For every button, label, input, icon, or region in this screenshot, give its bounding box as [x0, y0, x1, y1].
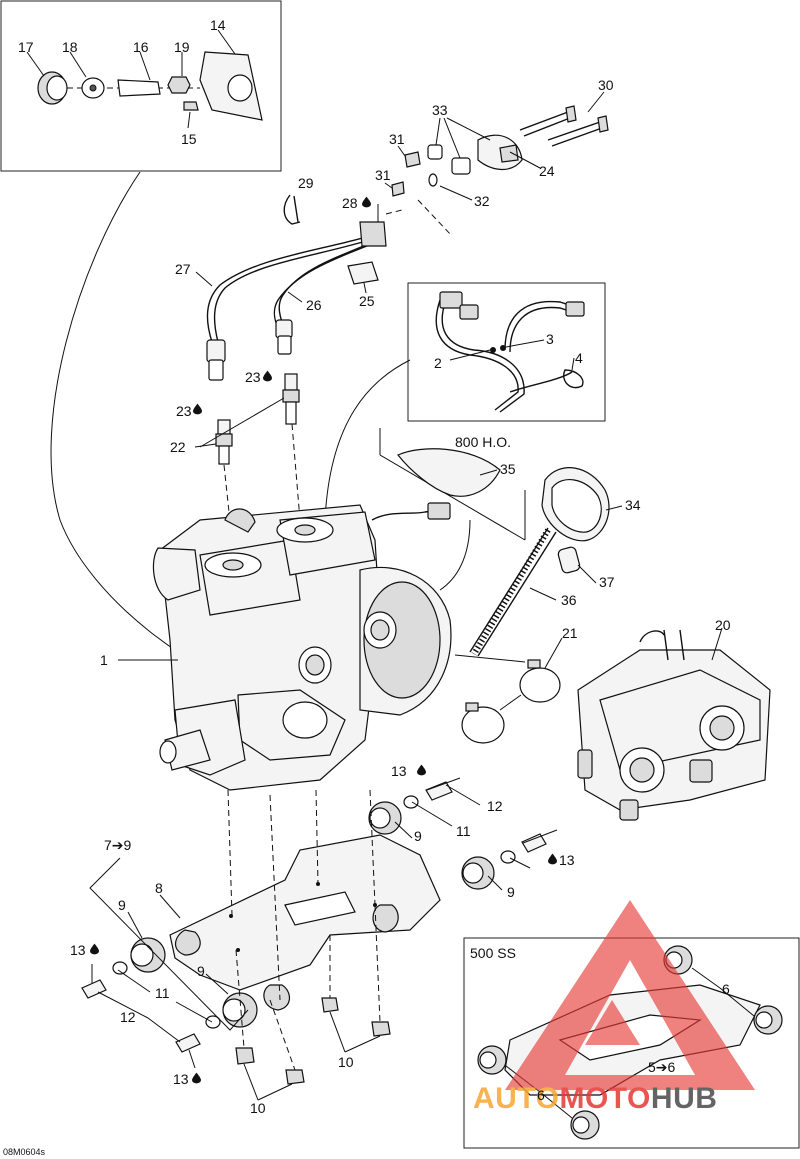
callout-10b: 10	[250, 1100, 266, 1116]
liquid-drop-icon	[192, 1072, 201, 1084]
callout-15: 15	[181, 131, 197, 147]
callout-34: 34	[625, 497, 641, 513]
watermark-moto: MOTO	[559, 1082, 650, 1115]
callout-17: 17	[18, 39, 34, 55]
callout-9c: 9	[414, 828, 422, 844]
callout-35: 35	[500, 461, 516, 477]
callout-22: 22	[170, 439, 186, 455]
variant-500-label: 500 SS	[470, 945, 516, 961]
callout-36: 36	[561, 592, 577, 608]
callout-31a: 31	[389, 131, 405, 147]
watermark-auto: AUTO	[473, 1082, 559, 1115]
callout-21: 21	[562, 625, 578, 641]
air-silencer-parts	[454, 467, 610, 663]
callout-26: 26	[306, 297, 322, 313]
callout-30: 30	[598, 77, 614, 93]
callout-9d: 9	[507, 884, 515, 900]
liquid-drop-icon	[90, 943, 99, 955]
callout-5-6: 5➔6	[648, 1059, 676, 1075]
liquid-drop-icon	[362, 196, 371, 208]
callout-13c: 13	[70, 942, 86, 958]
part-15-nut	[183, 101, 199, 111]
watermark-hub: HUB	[651, 1082, 718, 1115]
callout-31b: 31	[375, 167, 391, 183]
part-17-cap	[37, 71, 200, 105]
callout-6b: 6	[537, 1087, 545, 1103]
callout-20: 20	[715, 617, 731, 633]
inset-top-left	[0, 0, 282, 172]
engine-bracket-8	[159, 834, 441, 1011]
callout-13d: 13	[173, 1071, 189, 1087]
callout-3: 3	[546, 331, 554, 347]
callout-2: 2	[434, 355, 442, 371]
callout-13b: 13	[559, 852, 575, 868]
engine-block	[152, 502, 452, 791]
callout-13a: 13	[391, 763, 407, 779]
callouts: 1 2 3 4 5➔6 6 6 7➔9 8 9 9 9 9 10 10 11 1…	[18, 17, 731, 1116]
liquid-drop-icon	[548, 853, 557, 865]
clamps-21	[461, 637, 563, 744]
callout-23b: 23	[245, 369, 261, 385]
figure-code: 08M0604s	[3, 1147, 46, 1157]
part-18-hole	[89, 84, 97, 92]
callout-37: 37	[599, 574, 615, 590]
callout-12a: 12	[487, 798, 503, 814]
callout-12b: 12	[120, 1009, 136, 1025]
callout-14: 14	[210, 17, 226, 33]
liquid-drop-icon	[193, 403, 202, 415]
callout-23a: 23	[176, 403, 192, 419]
variant-800-label: 800 H.O.	[455, 434, 511, 450]
callout-28: 28	[342, 195, 358, 211]
part-29-clip	[283, 194, 301, 225]
watermark-text: AUTOMOTOHUB	[473, 1082, 717, 1115]
harness-leader	[324, 359, 411, 521]
callout-10a: 10	[338, 1054, 354, 1070]
callout-9b: 9	[197, 963, 205, 979]
callout-8: 8	[155, 880, 163, 896]
part-14-hole	[227, 74, 253, 102]
callout-24: 24	[539, 163, 555, 179]
callout-leaders	[194, 91, 623, 601]
ignition-cables	[206, 221, 387, 381]
engine-mount-upper	[368, 777, 558, 891]
carburetor-20	[577, 627, 771, 821]
callout-1: 1	[100, 652, 108, 668]
variant-800-group	[379, 428, 526, 591]
sensor-group	[385, 105, 609, 237]
callout-11b: 11	[155, 985, 170, 1001]
watermark-triangle	[505, 900, 755, 1090]
watermark-logo: AUTOMOTOHUB	[473, 900, 755, 1115]
callout-19: 19	[174, 39, 190, 55]
spark-plug-right	[282, 373, 300, 425]
part-16-sleeve	[117, 79, 161, 97]
liquid-drop-icon	[263, 370, 272, 382]
callout-7-9: 7➔9	[104, 837, 132, 853]
callout-9a: 9	[118, 897, 126, 913]
callout-16: 16	[133, 39, 149, 55]
group-7-9-line	[89, 857, 249, 1031]
liquid-drop-icon	[417, 764, 426, 776]
callout-11a: 11	[456, 823, 471, 839]
spark-plug-left	[215, 419, 233, 465]
callout-27: 27	[175, 261, 191, 277]
callout-18: 18	[62, 39, 78, 55]
engine-mount-lower	[81, 937, 391, 1085]
callout-29: 29	[298, 175, 314, 191]
callout-4: 4	[575, 350, 583, 366]
callout-32: 32	[474, 193, 490, 209]
callout-25: 25	[359, 293, 375, 309]
part-19-nut	[167, 76, 191, 94]
callout-6a: 6	[722, 981, 730, 997]
part-25-clip	[347, 261, 379, 285]
callout-33: 33	[432, 102, 448, 118]
